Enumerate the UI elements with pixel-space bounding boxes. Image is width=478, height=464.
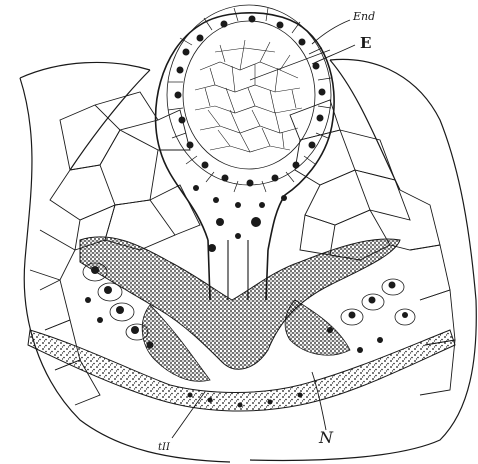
label-embryo: E [360, 36, 371, 51]
label-endosperm: End [353, 11, 375, 22]
endosperm-radial-walls [168, 8, 331, 192]
embryo-interior-cells [195, 40, 302, 152]
suspensor-stalk [228, 240, 248, 300]
embryo-sac-wall [156, 13, 335, 300]
label-tii: tII [158, 443, 170, 453]
label-nucellus: N [319, 430, 333, 446]
